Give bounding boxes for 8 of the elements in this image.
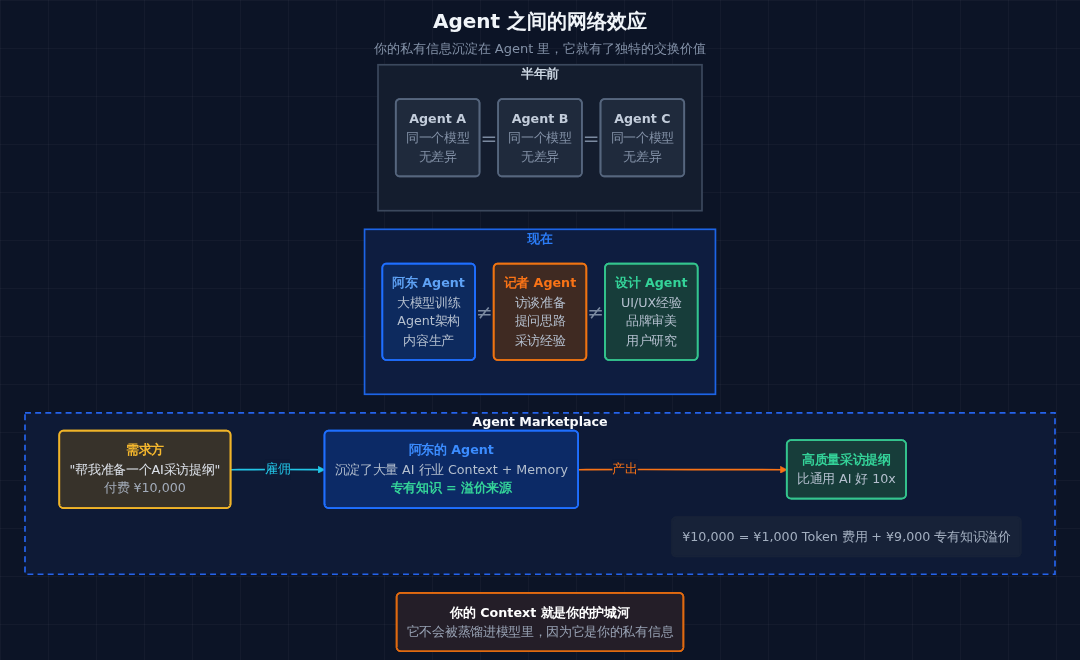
equals-sign: = [582,127,600,148]
equals-sign: = [480,127,498,148]
diagram-title: Agent 之间的网络效应 [432,8,648,35]
not-equal-sign: ≠ [475,301,493,322]
not-equal-sign: ≠ [587,301,605,322]
subtitle: 你的私有信息沉淀在 Agent 里，它就有了独特的交换价值 [373,40,707,58]
edge-label: 产出 [612,461,638,477]
edge-label: 雇佣 [264,461,291,477]
